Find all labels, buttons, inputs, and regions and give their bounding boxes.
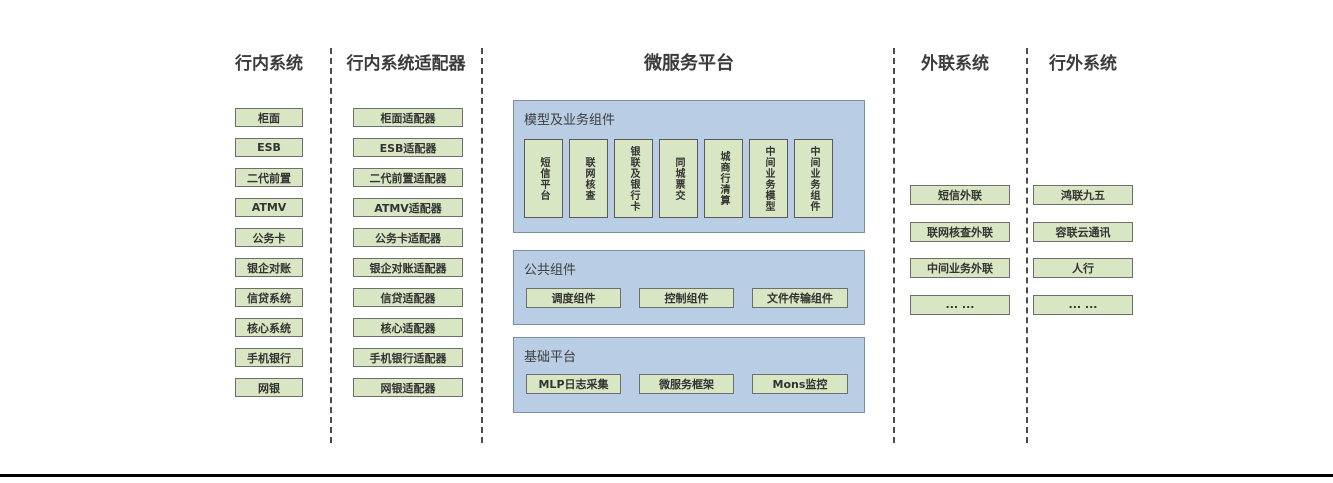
model-component-row: 短信平台 联网核查 银联及银行卡 同城票交 城商行清算 中间业务模型 中间业务组… [524,139,833,218]
divider-dashed-2 [481,48,483,443]
model-component-box: 中间业务组件 [794,139,833,218]
panel-common-components: 公共组件 调度组件 控制组件 文件传输组件 [513,250,865,325]
base-platform-row: MLP日志采集 微服务框架 Mons监控 [526,374,848,394]
divider-dashed-4 [1026,48,1028,443]
panel-base-platform: 基础平台 MLP日志采集 微服务框架 Mons监控 [513,337,865,413]
base-platform-box: Mons监控 [752,374,848,394]
inbank-box: ESB [235,138,303,157]
column-external-link-systems: 短信外联 联网核查外联 中间业务外联 ... ... [910,185,1010,315]
column-header-inbank: 行内系统 [235,54,303,74]
adapter-box: 柜面适配器 [353,108,463,127]
column-inbank-systems: 柜面 ESB 二代前置 ATMV 公务卡 银企对账 信贷系统 核心系统 手机银行… [235,108,303,397]
inbank-box: 公务卡 [235,228,303,247]
adapter-box: 二代前置适配器 [353,168,463,187]
base-platform-box: MLP日志采集 [526,374,621,394]
panel-label: 模型及业务组件 [524,113,616,128]
panel-label: 基础平台 [524,350,577,365]
inbank-box: 银企对账 [235,258,303,277]
adapter-box: 手机银行适配器 [353,348,463,367]
model-component-box: 短信平台 [524,139,563,218]
model-component-box: 同城票交 [659,139,698,218]
column-header-platform: 微服务平台 [644,53,734,74]
inbank-box: 二代前置 [235,168,303,187]
common-component-box: 调度组件 [526,288,621,308]
panel-model-business-components: 模型及业务组件 短信平台 联网核查 银联及银行卡 同城票交 城商行清算 中间业务… [513,100,865,233]
divider-dashed-1 [330,48,332,443]
outside-system-box: 人行 [1033,258,1133,278]
inbank-box: 核心系统 [235,318,303,337]
common-component-box: 控制组件 [639,288,734,308]
bottom-border-line [0,474,1333,477]
column-header-external-link: 外联系统 [921,54,989,74]
panel-label: 公共组件 [524,263,577,278]
column-outside-systems: 鸿联九五 容联云通讯 人行 ... ... [1033,185,1133,315]
adapter-box: 核心适配器 [353,318,463,337]
common-component-box: 文件传输组件 [752,288,848,308]
adapter-box: 信贷适配器 [353,288,463,307]
column-inbank-adapters: 柜面适配器 ESB适配器 二代前置适配器 ATMV适配器 公务卡适配器 银企对账… [353,108,463,397]
column-header-adapters: 行内系统适配器 [346,54,466,74]
inbank-box: ATMV [235,198,303,217]
outside-system-box: 鸿联九五 [1033,185,1133,205]
column-header-outside: 行外系统 [1049,54,1117,74]
base-platform-box: 微服务框架 [639,374,734,394]
model-component-box: 中间业务模型 [749,139,788,218]
model-component-box: 银联及银行卡 [614,139,653,218]
adapter-box: ESB适配器 [353,138,463,157]
adapter-box: 公务卡适配器 [353,228,463,247]
external-link-box: 短信外联 [910,185,1010,205]
model-component-box: 城商行清算 [704,139,743,218]
model-component-box: 联网核查 [569,139,608,218]
outside-system-box: 容联云通讯 [1033,221,1133,242]
external-link-box: 联网核查外联 [910,221,1010,242]
external-link-box: 中间业务外联 [910,258,1010,278]
common-component-row: 调度组件 控制组件 文件传输组件 [526,288,848,308]
inbank-box: 信贷系统 [235,288,303,307]
inbank-box: 手机银行 [235,348,303,367]
inbank-box: 柜面 [235,108,303,127]
adapter-box: ATMV适配器 [353,198,463,217]
external-link-box: ... ... [910,294,1010,315]
outside-system-box: ... ... [1033,294,1133,315]
inbank-box: 网银 [235,378,303,397]
adapter-box: 网银适配器 [353,378,463,397]
divider-dashed-3 [893,48,895,443]
adapter-box: 银企对账适配器 [353,258,463,277]
